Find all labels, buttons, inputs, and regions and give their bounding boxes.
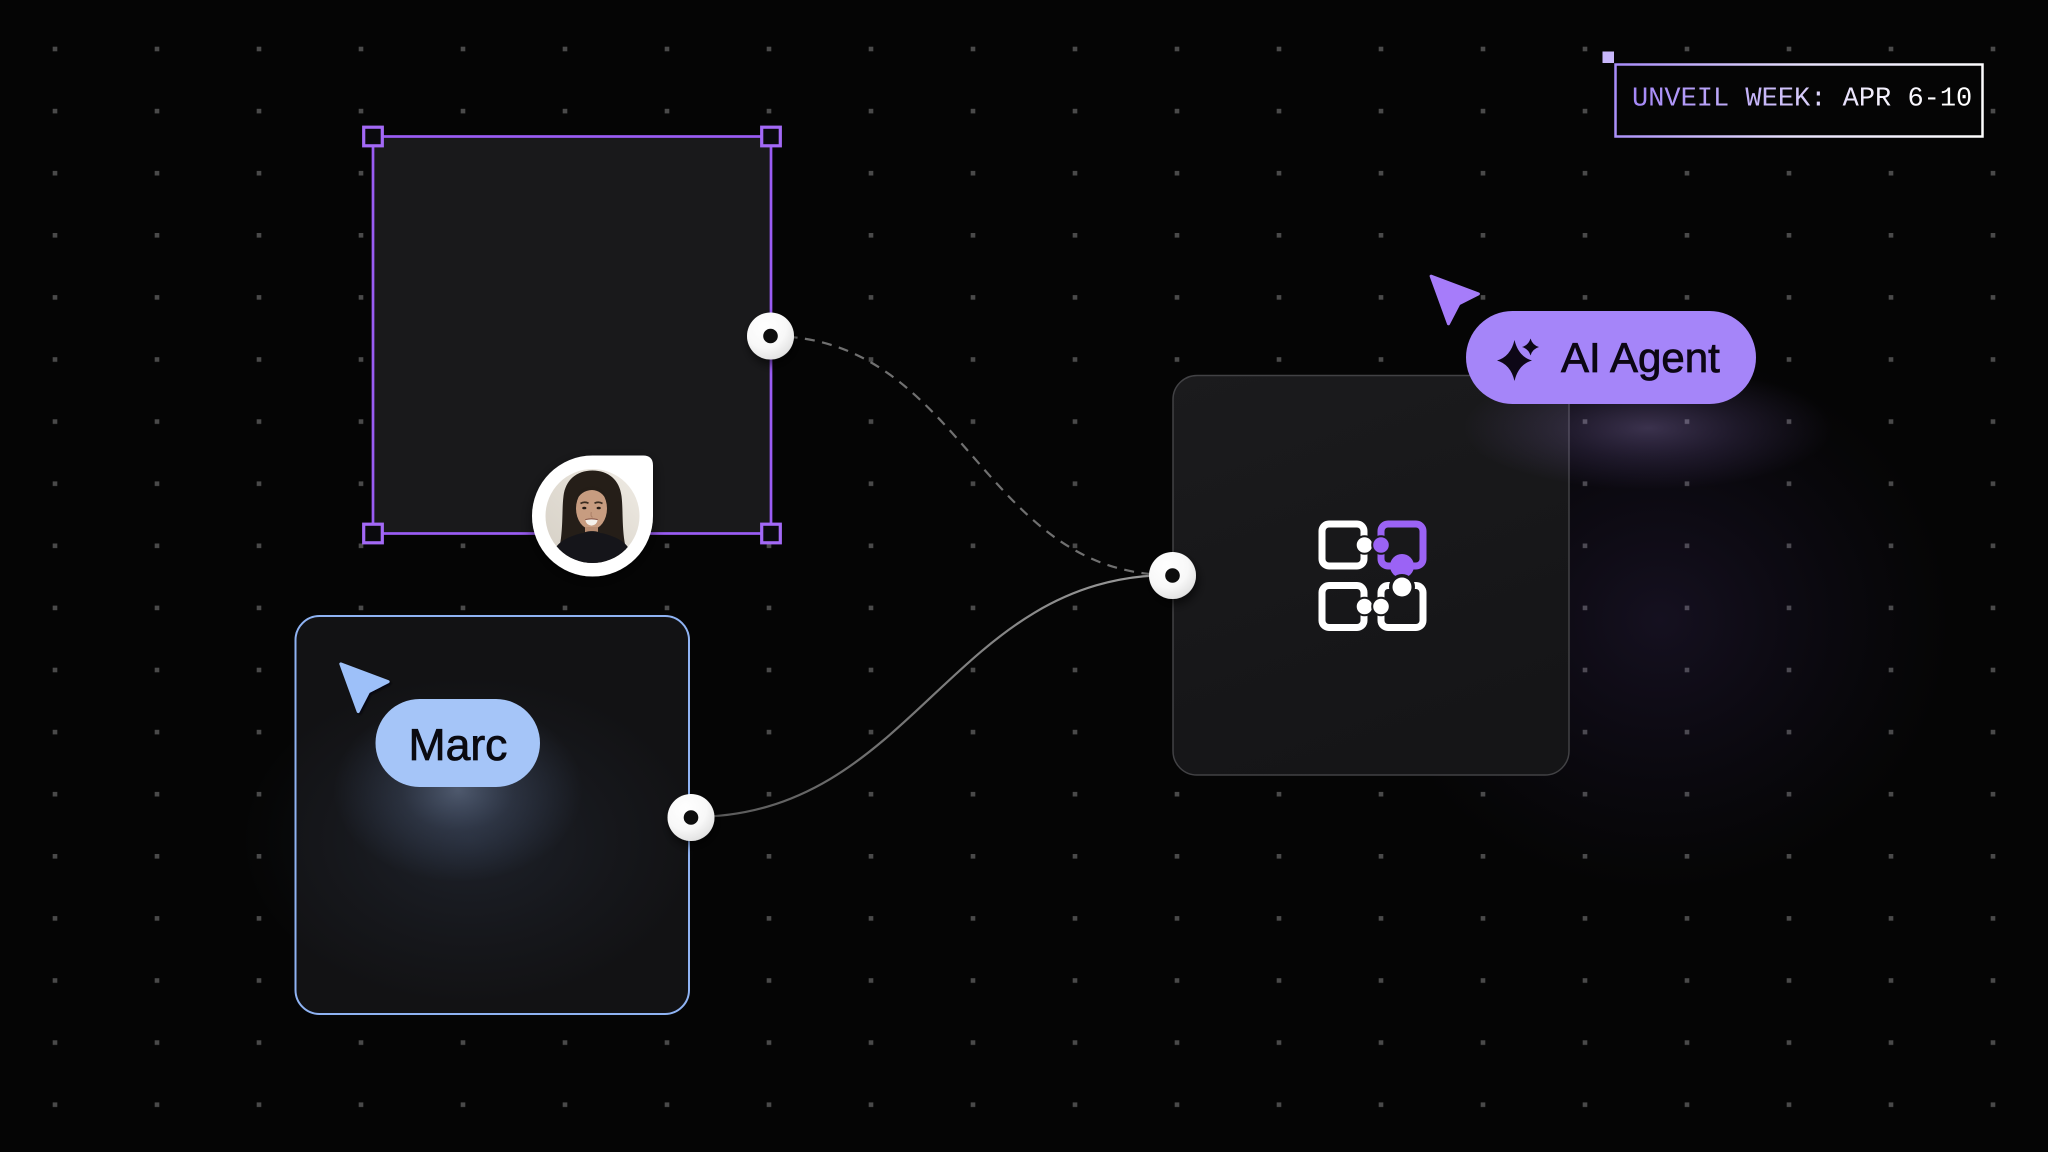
svg-text:UNVEIL WEEK: APR 6-10: UNVEIL WEEK: APR 6-10 xyxy=(1632,85,1972,115)
svg-text:AI Agent: AI Agent xyxy=(1561,334,1720,381)
svg-text:Marc: Marc xyxy=(409,721,508,770)
